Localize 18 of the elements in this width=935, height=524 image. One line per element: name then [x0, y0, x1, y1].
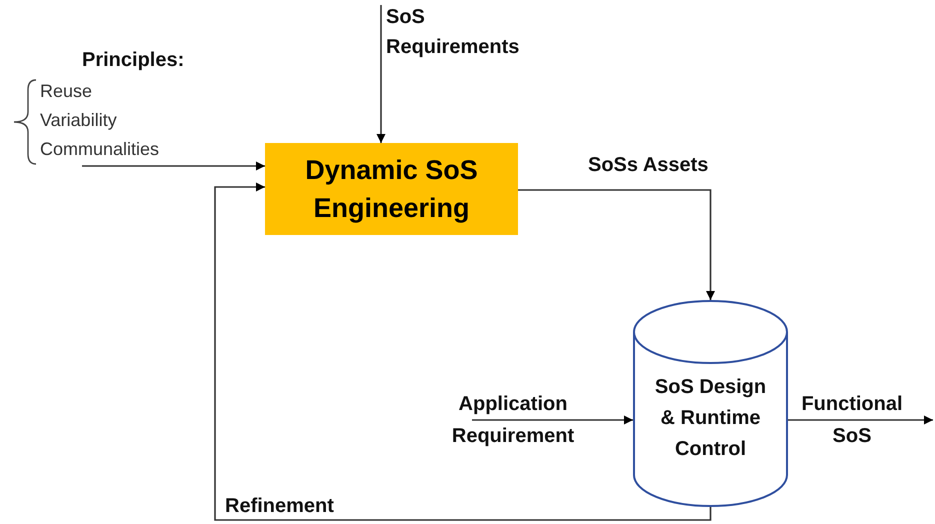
edge-label: Application Requirement: [450, 392, 576, 449]
process-box: [265, 143, 518, 235]
arrow: [214, 182, 712, 521]
arrow: [518, 189, 715, 300]
list-item: Variability: [40, 109, 117, 132]
box-title: Dynamic SoS Engineering: [304, 154, 479, 225]
arrow: [376, 5, 386, 143]
edge-label: SoS Requirements: [386, 5, 520, 60]
arrow: [788, 416, 933, 424]
edge-label: Functional SoS: [800, 392, 904, 449]
arrow: [82, 162, 265, 170]
arrow: [472, 416, 633, 424]
cylinder-label: SoS Design & Runtime Control: [654, 375, 768, 462]
edge-label: SoSs Assets: [588, 153, 710, 178]
list-item: Communalities: [40, 138, 160, 161]
list-item: Reuse: [40, 80, 92, 103]
list-heading: Principles:: [82, 49, 184, 72]
edge-label: Refinement: [225, 494, 335, 518]
